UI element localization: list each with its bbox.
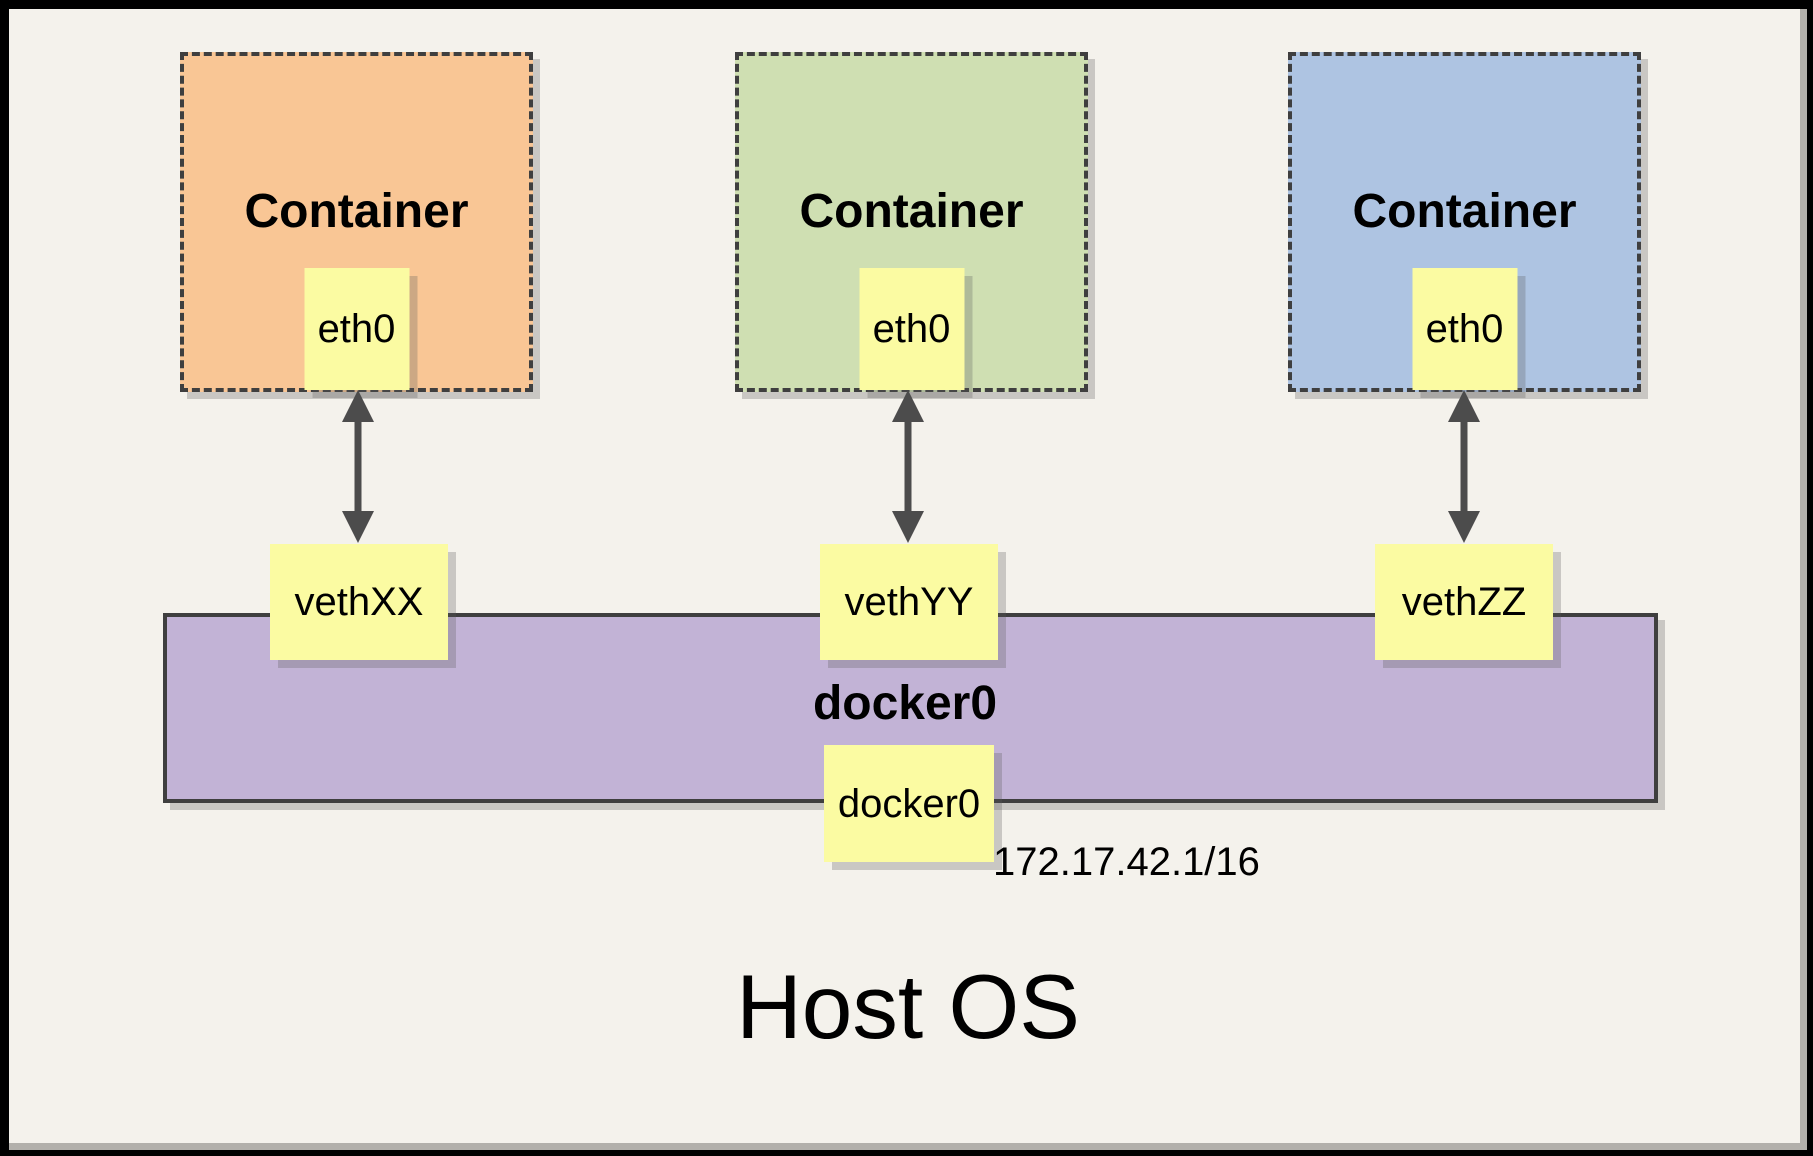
- eth0-label-1: eth0: [317, 307, 396, 351]
- eth0-label-2: eth0: [872, 307, 951, 351]
- double-arrow-icon-1: [342, 390, 374, 543]
- container-label-3: Container: [1352, 185, 1577, 238]
- docker0-interface-label: docker0: [837, 781, 981, 826]
- docker0-interface-box: docker0: [824, 745, 994, 862]
- container-label-2: Container: [799, 185, 1024, 238]
- double-arrow-icon-3: [1448, 390, 1480, 543]
- vethYY-interface-box: vethYY: [820, 544, 998, 660]
- vethXX-interface-box: vethXX: [270, 544, 448, 660]
- vethXX-label: vethXX: [294, 580, 424, 624]
- eth0-interface-box-1: eth0: [304, 268, 409, 390]
- vethZZ-label: vethZZ: [1401, 580, 1527, 624]
- eth0-interface-box-2: eth0: [859, 268, 964, 390]
- container-label-1: Container: [244, 185, 469, 238]
- eth0-label-3: eth0: [1425, 307, 1504, 351]
- docker-network-diagram: Container eth0 Container eth0 Container …: [9, 9, 1807, 1150]
- container-box-3: Container eth0: [1288, 52, 1641, 392]
- double-arrow-icon-2: [892, 390, 924, 543]
- container-box-2: Container eth0: [735, 52, 1088, 392]
- container-box-1: Container eth0: [180, 52, 533, 392]
- host-os-label: Host OS: [736, 957, 1080, 1058]
- eth0-interface-box-3: eth0: [1412, 268, 1517, 390]
- bridge-ip-address: 172.17.42.1/16: [993, 840, 1260, 884]
- vethZZ-interface-box: vethZZ: [1375, 544, 1553, 660]
- docker0-bridge-label: docker0: [812, 677, 998, 730]
- vethYY-label: vethYY: [844, 580, 974, 624]
